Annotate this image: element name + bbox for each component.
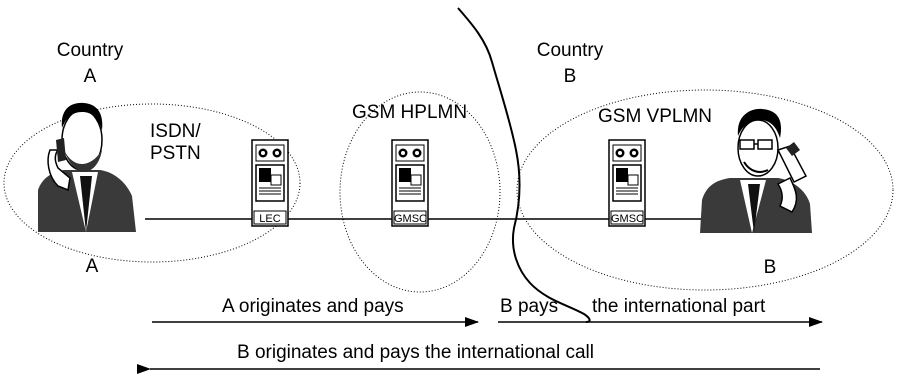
country-a-line1: Country xyxy=(56,40,124,61)
country-a-line2: A xyxy=(83,66,97,87)
a-pays-label: A originates and pays xyxy=(222,296,404,317)
right-person-on-phone-icon xyxy=(700,108,812,233)
country-a-label: Country A xyxy=(40,40,140,88)
isdn-pstn-label: ISDN/ PSTN xyxy=(150,121,201,165)
isdn-label-line2: PSTN xyxy=(150,143,201,164)
gmsc-home-switch-icon xyxy=(391,139,429,227)
gmsc-visited-label: GMSC xyxy=(611,213,644,225)
party-a-label: A xyxy=(85,256,99,277)
country-b-line2: B xyxy=(563,66,577,87)
hplmn-network-ellipse xyxy=(339,91,501,293)
gmsc-visited-switch-icon xyxy=(608,139,646,227)
lec-label: LEC xyxy=(259,213,281,225)
b-pays-label: B pays xyxy=(500,296,559,317)
vplmn-label: GSM VPLMN xyxy=(598,106,713,127)
gmsc-home-label: GMSC xyxy=(394,213,427,225)
lec-switch-icon xyxy=(251,139,289,227)
vplmn-network-ellipse xyxy=(516,89,894,291)
international-part-label: the international part xyxy=(592,296,766,317)
country-b-line1: Country xyxy=(536,40,604,61)
hplmn-label: GSM HPLMN xyxy=(352,102,468,123)
isdn-label-line1: ISDN/ xyxy=(150,121,201,142)
b-originates-label: B originates and pays the international … xyxy=(237,342,595,363)
country-b-label: Country B xyxy=(520,40,620,88)
isdn-pstn-network-ellipse xyxy=(3,103,301,263)
left-person-on-phone-icon xyxy=(38,102,136,232)
party-b-label: B xyxy=(763,257,777,278)
country-border-line xyxy=(457,7,591,323)
